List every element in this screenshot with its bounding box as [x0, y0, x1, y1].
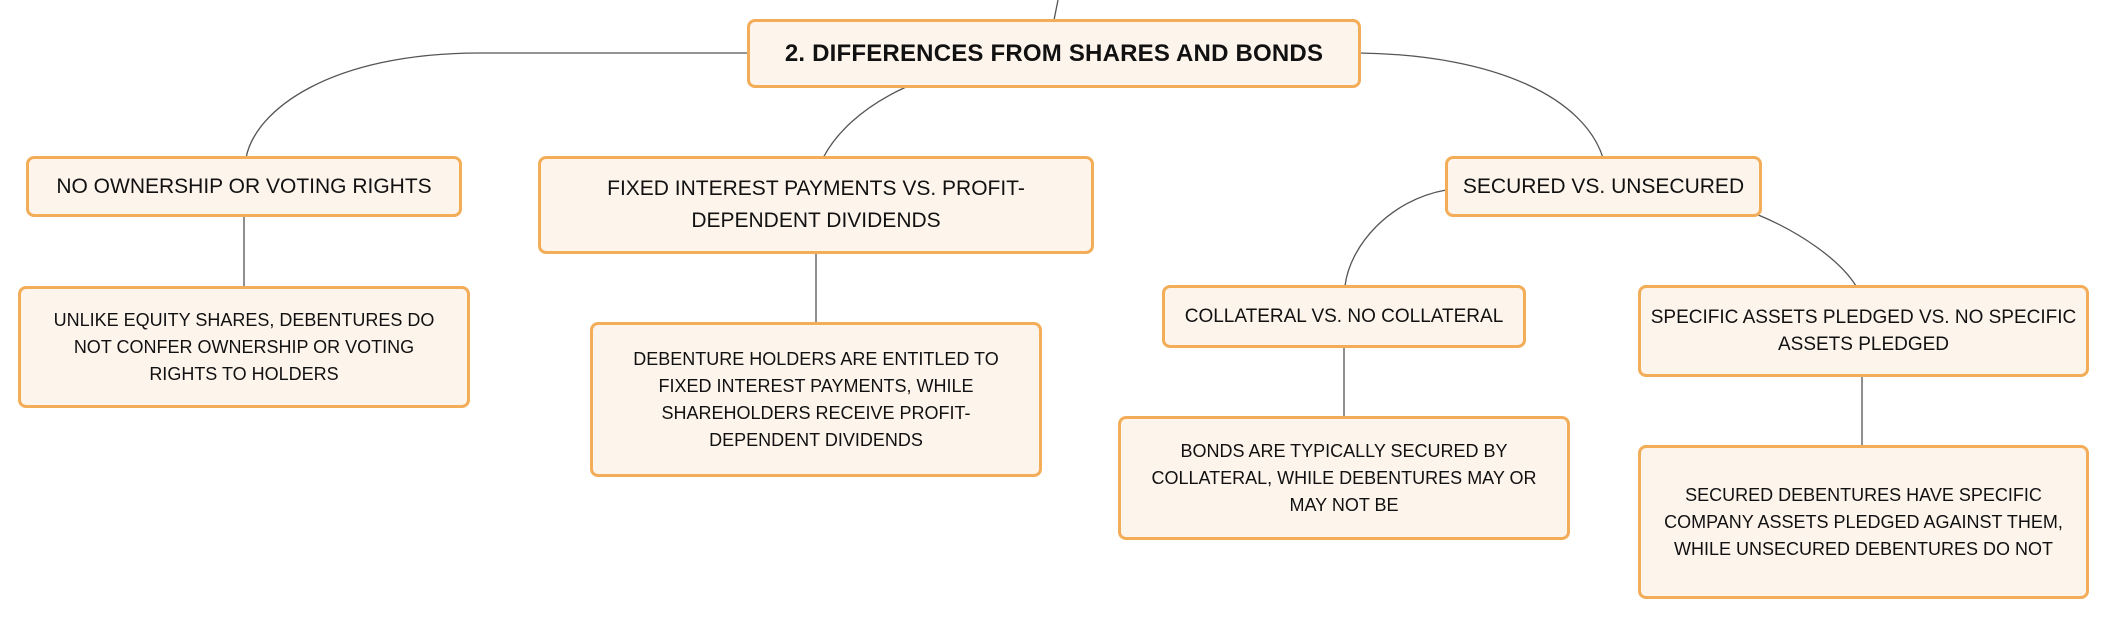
topic-interest-label: FIXED INTEREST PAYMENTS VS. PROFIT-DEPEN…	[607, 177, 1025, 232]
root-topic-label: 2. DIFFERENCES FROM SHARES AND BONDS	[784, 39, 1324, 67]
detail-collateral-node[interactable]: BONDS ARE TYPICALLY SECURED BY COLLATERA…	[1118, 416, 1570, 540]
subtopic-collateral-label: COLLATERAL VS. NO COLLATERAL	[1184, 306, 1504, 327]
detail-interest-label: DEBENTURE HOLDERS ARE ENTITLED TO FIXED …	[633, 348, 999, 450]
detail-ownership-label: UNLIKE EQUITY SHARES, DEBENTURES DO NOT …	[53, 309, 435, 384]
topic-interest-node[interactable]: FIXED INTEREST PAYMENTS VS. PROFIT-DEPEN…	[538, 156, 1094, 254]
connector-root-secured	[1358, 52, 1604, 159]
topic-ownership-node[interactable]: NO OWNERSHIP OR VOTING RIGHTS	[26, 156, 462, 217]
subtopic-assets-node[interactable]: SPECIFIC ASSETS PLEDGED VS. NO SPECIFIC …	[1638, 285, 2089, 377]
connector-root-ownership	[245, 52, 749, 159]
connector-secured-assets	[1755, 213, 1857, 287]
connector-root-interest	[822, 86, 907, 159]
root-topic-node[interactable]: 2. DIFFERENCES FROM SHARES AND BONDS	[747, 19, 1361, 88]
topic-secured-label: SECURED VS. UNSECURED	[1462, 174, 1745, 198]
detail-assets-label: SECURED DEBENTURES HAVE SPECIFIC COMPANY…	[1664, 484, 2063, 559]
subtopic-collateral-node[interactable]: COLLATERAL VS. NO COLLATERAL	[1162, 285, 1526, 348]
connector-parent-root	[1053, 0, 1059, 21]
topic-ownership-label: NO OWNERSHIP OR VOTING RIGHTS	[56, 174, 432, 198]
detail-collateral-label: BONDS ARE TYPICALLY SECURED BY COLLATERA…	[1151, 440, 1537, 515]
connector-secured-collateral	[1344, 189, 1447, 287]
detail-assets-node[interactable]: SECURED DEBENTURES HAVE SPECIFIC COMPANY…	[1638, 445, 2089, 599]
topic-secured-node[interactable]: SECURED VS. UNSECURED	[1445, 156, 1762, 217]
detail-ownership-node[interactable]: UNLIKE EQUITY SHARES, DEBENTURES DO NOT …	[18, 286, 470, 408]
detail-interest-node[interactable]: DEBENTURE HOLDERS ARE ENTITLED TO FIXED …	[590, 322, 1042, 477]
subtopic-assets-label: SPECIFIC ASSETS PLEDGED VS. NO SPECIFIC …	[1650, 307, 2077, 355]
